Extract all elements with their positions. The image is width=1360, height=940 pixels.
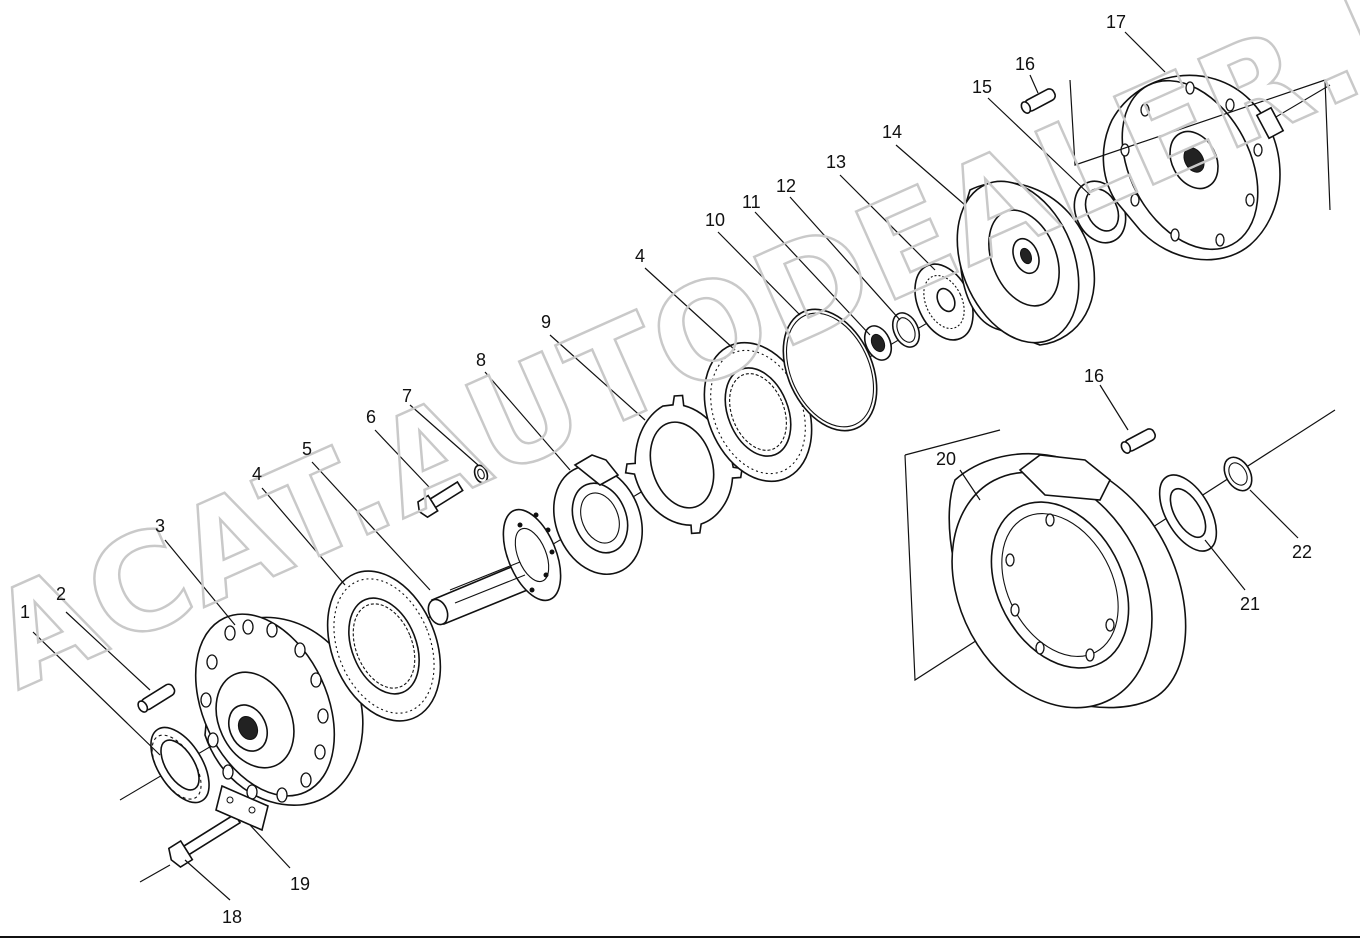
part-16-pin-right: [1120, 428, 1156, 454]
part-8-gear-bearing: [552, 454, 644, 576]
callout-5: 5: [302, 439, 312, 459]
callout-16-right: 16: [1084, 366, 1104, 386]
callout-10: 10: [705, 210, 725, 230]
part-7-washer: [473, 464, 489, 484]
callout-16-top: 16: [1015, 54, 1035, 74]
part-10-o-ring: [782, 308, 878, 432]
part-16-pin-top: [1020, 88, 1056, 114]
callout-8: 8: [476, 350, 486, 370]
part-4-friction-disc-left: [326, 570, 442, 722]
part-2-pin: [137, 683, 176, 713]
part-11-small-bearing: [863, 325, 893, 361]
callout-19: 19: [290, 874, 310, 894]
part-6-bolt: [417, 480, 464, 519]
part-20-brake-drum: [948, 453, 1187, 709]
callout-9: 9: [541, 312, 551, 332]
leader-lines: [32, 31, 1299, 901]
callout-12: 12: [776, 176, 796, 196]
callout-4-left: 4: [252, 464, 262, 484]
callout-6: 6: [366, 407, 376, 427]
part-14-ring-gear-housing: [956, 180, 1096, 346]
callouts: 1 2 3 4 5 6 7 8 9 4 10 11 12 13 14 15 16…: [20, 12, 1312, 927]
callout-17: 17: [1106, 12, 1126, 32]
part-17-carrier-cover: [1102, 74, 1285, 261]
callout-22: 22: [1292, 542, 1312, 562]
callout-11: 11: [742, 192, 761, 212]
part-22-seal-ring: [1223, 456, 1253, 492]
part-4-friction-disc-right: [703, 341, 813, 483]
callout-14: 14: [882, 122, 902, 142]
callout-21: 21: [1240, 594, 1260, 614]
callout-15: 15: [972, 77, 992, 97]
callout-3: 3: [155, 516, 165, 536]
part-21-bearing: [1158, 474, 1218, 552]
callout-1: 1: [20, 602, 30, 622]
callout-2: 2: [56, 584, 66, 604]
callout-7: 7: [402, 386, 412, 406]
part-5-shaft: [427, 508, 562, 626]
callout-4-right: 4: [635, 246, 645, 266]
callout-20: 20: [936, 449, 956, 469]
part-19-lock-plate: [215, 784, 269, 832]
part-12-snap-ring: [891, 312, 921, 348]
part-18-bolt: [167, 813, 242, 869]
callout-18: 18: [222, 907, 242, 927]
callout-13: 13: [826, 152, 846, 172]
part-3-carrier-housing: [194, 613, 364, 806]
part-1-bearing: [150, 726, 210, 804]
